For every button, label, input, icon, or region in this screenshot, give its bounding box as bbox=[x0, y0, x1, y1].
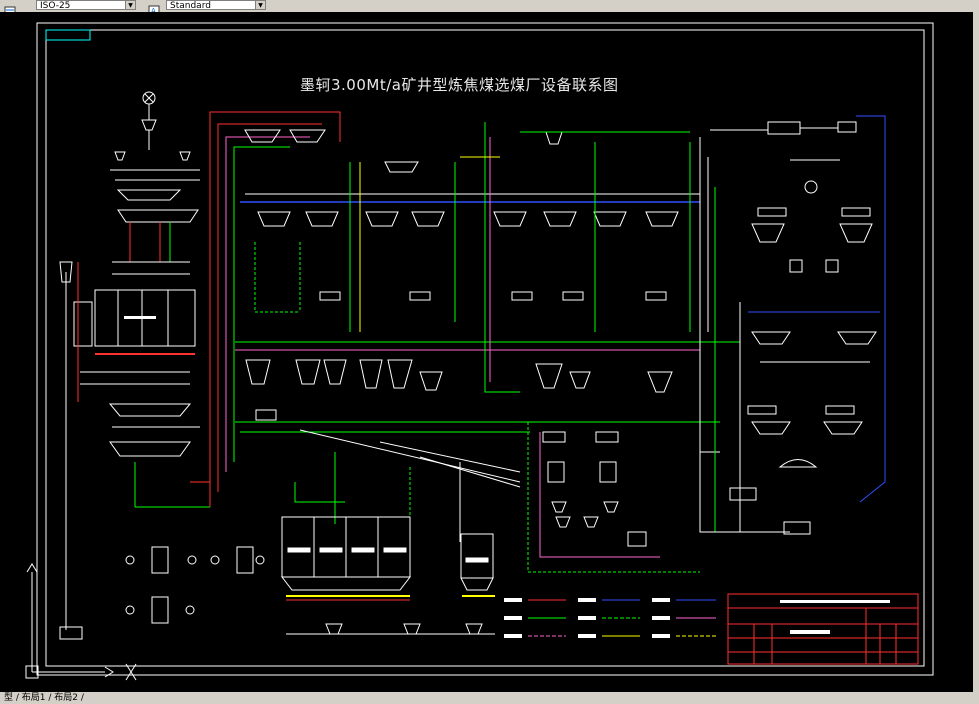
middle-pipes bbox=[254, 122, 720, 532]
vertical-scrollbar[interactable] bbox=[973, 12, 979, 692]
linetype-value: ISO-25 bbox=[40, 1, 71, 10]
outer-frame bbox=[36, 22, 934, 676]
layout-tabs[interactable]: 型 / 布局1 / 布局2 / bbox=[0, 692, 979, 704]
right-process-system bbox=[527, 115, 886, 573]
pump-groups bbox=[125, 546, 265, 624]
conveyor-lines bbox=[294, 429, 521, 542]
chevron-down-icon[interactable]: ▼ bbox=[255, 1, 265, 9]
ucs-axis-icon bbox=[25, 563, 137, 681]
drawing-canvas[interactable]: 墨轲3.00Mt/a矿井型炼焦煤选煤厂设备联系图 bbox=[0, 12, 979, 692]
style-value: Standard bbox=[170, 1, 211, 10]
title-block bbox=[727, 593, 919, 665]
left-process-column bbox=[59, 91, 210, 640]
legend bbox=[504, 598, 716, 638]
dimension-style-icon[interactable] bbox=[4, 0, 16, 14]
inner-frame bbox=[45, 29, 925, 667]
chevron-down-icon[interactable]: ▼ bbox=[125, 1, 135, 9]
drawing-title: 墨轲3.00Mt/a矿井型炼焦煤选煤厂设备联系图 bbox=[300, 76, 619, 94]
filter-units bbox=[542, 431, 647, 547]
text-style-icon[interactable]: A bbox=[148, 0, 160, 15]
main-trunk-lines bbox=[209, 111, 740, 507]
layout-tabs-label[interactable]: 型 / 布局1 / 布局2 / bbox=[4, 693, 84, 703]
style-combo[interactable]: Standard ▼ bbox=[166, 0, 266, 10]
sump-row bbox=[245, 359, 673, 421]
svg-text:A: A bbox=[151, 7, 156, 15]
linetype-combo[interactable]: ISO-25 ▼ bbox=[36, 0, 136, 10]
cyclone-row-top bbox=[244, 129, 679, 227]
corner-box bbox=[45, 29, 91, 41]
drawing-svg bbox=[25, 22, 934, 681]
product-bins bbox=[280, 516, 495, 635]
